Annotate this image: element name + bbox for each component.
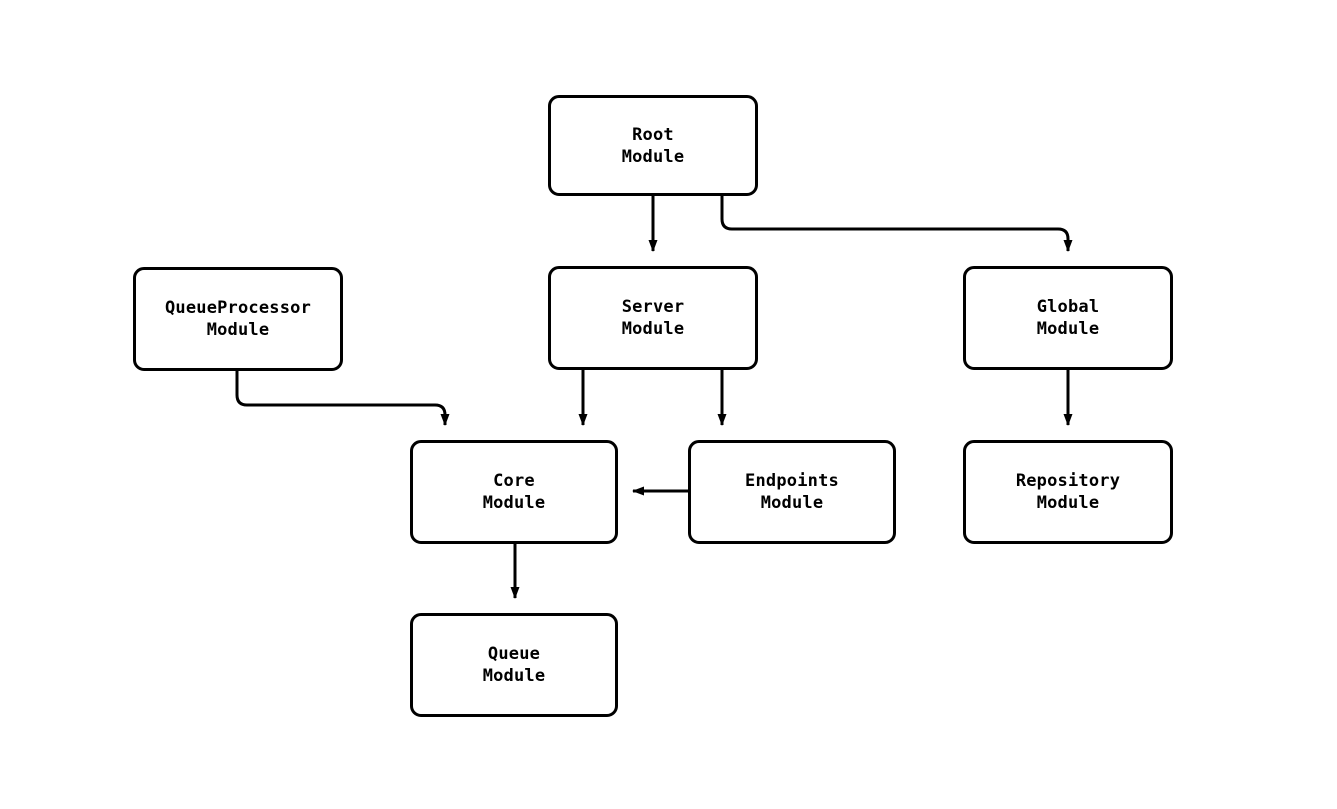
node-queueprocessor-module-line2: Module xyxy=(206,320,270,340)
node-core-module-line1: Core xyxy=(493,471,535,491)
node-server-module-line1: Server xyxy=(621,297,685,317)
node-endpoints-module[interactable]: Endpoints Module xyxy=(688,440,896,544)
node-server-module[interactable]: Server Module xyxy=(548,266,758,370)
edge-queueprocessor-core xyxy=(235,371,450,426)
node-queueprocessor-module-line1: QueueProcessor xyxy=(164,298,312,318)
node-queue-module-line2: Module xyxy=(482,666,546,686)
node-endpoints-module-line2: Module xyxy=(760,493,824,513)
node-repository-module-line1: Repository xyxy=(1015,471,1121,491)
node-core-module-line2: Module xyxy=(482,493,546,513)
node-root-module[interactable]: Root Module xyxy=(548,95,758,196)
node-endpoints-module-line1: Endpoints xyxy=(745,471,839,491)
node-core-module[interactable]: Core Module xyxy=(410,440,618,544)
node-global-module-line1: Global xyxy=(1036,297,1100,317)
node-global-module[interactable]: Global Module xyxy=(963,266,1173,370)
node-server-module-line2: Module xyxy=(621,319,685,339)
node-queue-module-line1: Queue xyxy=(487,644,541,664)
node-repository-module[interactable]: Repository Module xyxy=(963,440,1173,544)
node-repository-module-line2: Module xyxy=(1036,493,1100,513)
node-root-module-line1: Root xyxy=(632,124,674,145)
node-global-module-line2: Module xyxy=(1036,319,1100,339)
node-queue-module[interactable]: Queue Module xyxy=(410,613,618,717)
node-queueprocessor-module[interactable]: QueueProcessor Module xyxy=(133,267,343,371)
edge-root-global xyxy=(720,196,1073,252)
node-root-module-line2: Module xyxy=(621,146,685,167)
